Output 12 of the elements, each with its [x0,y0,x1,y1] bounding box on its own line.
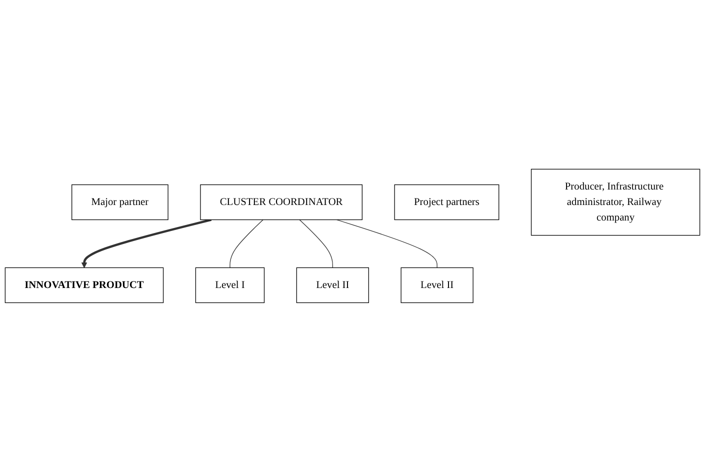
node-box: CLUSTER COORDINATOR [200,184,362,220]
node-box: INNOVATIVE PRODUCT [4,266,164,303]
node-box: Level I [195,266,265,303]
node-box: Producer, Infrastructure administrator, Railway company [530,168,700,236]
connector [336,218,438,268]
arrow [81,218,212,268]
node-box: Major partner [72,184,168,220]
node-box: Level II [296,266,369,303]
node-box: Project partners [394,184,500,220]
connector [230,218,264,268]
connector [299,218,333,268]
node-box: Level II [400,266,474,303]
